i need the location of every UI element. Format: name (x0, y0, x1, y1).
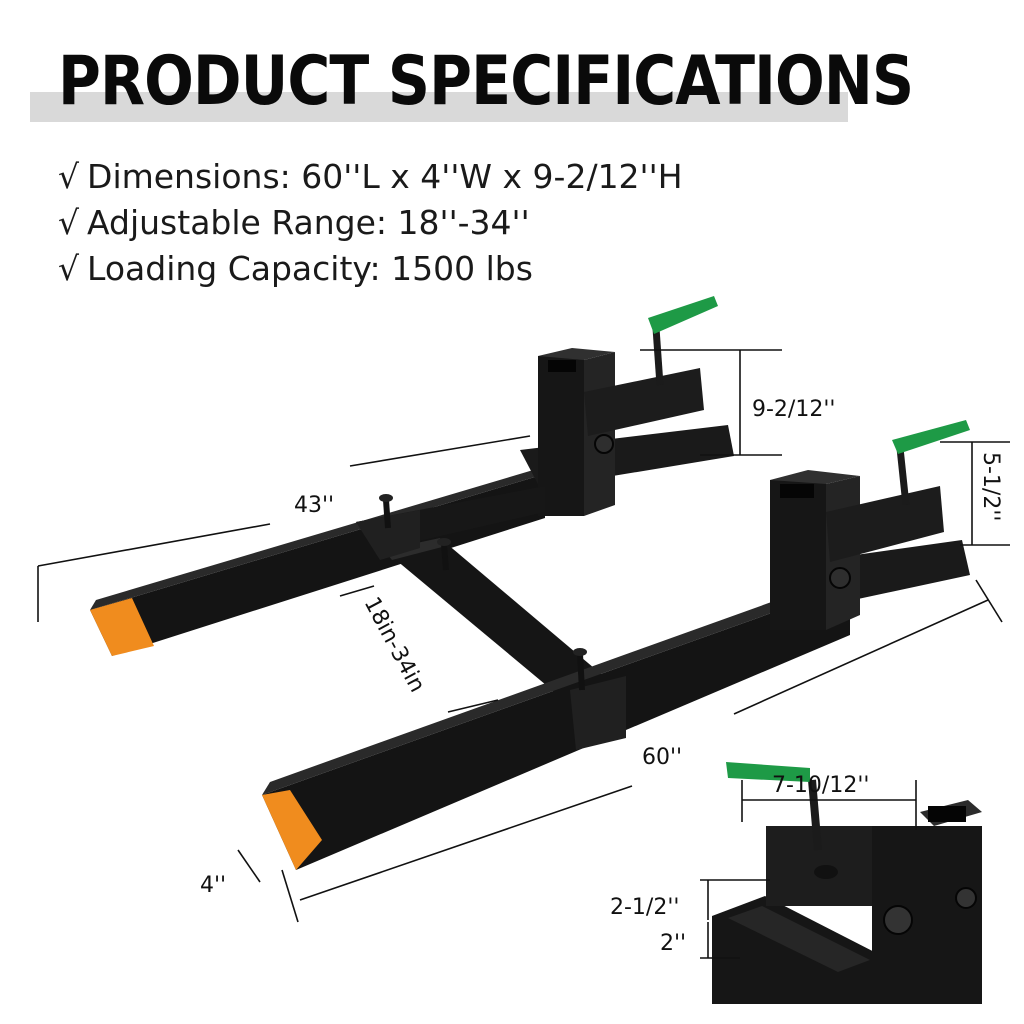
label-inset-gap: 2-1/2'' (610, 895, 679, 920)
front-fork-upright (770, 480, 826, 630)
pin-lower-cap (573, 648, 587, 656)
spec-text-dimensions: Dimensions: 60''L x 4''W x 9-2/12''H (87, 157, 683, 196)
length-dim-end-right (975, 579, 1003, 623)
back-fork-tip (90, 598, 154, 656)
width-dim-line (237, 849, 261, 883)
back-fork-clamp (584, 368, 704, 436)
spec-item-range: √Adjustable Range: 18''-34'' (58, 200, 683, 246)
label-range: 18in-34in (359, 593, 430, 697)
front-fork-arm (262, 585, 850, 870)
title-highlight-band (30, 92, 848, 122)
frame-length-dim-right (349, 435, 531, 467)
spec-list: √Dimensions: 60''L x 4''W x 9-2/12''H √A… (58, 154, 683, 292)
lower-clamp (570, 676, 626, 750)
length-dim-right (733, 599, 989, 715)
locking-pins (379, 494, 587, 691)
front-handle-pin (896, 447, 910, 506)
check-icon: √ (58, 249, 80, 288)
center-crossbar (384, 538, 620, 705)
back-fork-upright-opening (548, 360, 576, 372)
back-fork-bolt-hole (594, 434, 614, 454)
pin-upper-cap (379, 494, 393, 502)
pin-center-cap (437, 538, 451, 546)
label-frame-length: 43'' (294, 493, 334, 518)
inset-handle-pin (808, 779, 822, 851)
spec-item-dimensions: √Dimensions: 60''L x 4''W x 9-2/12''H (58, 154, 683, 200)
label-height: 9-2/12'' (752, 397, 835, 422)
length-dim-left (299, 785, 633, 901)
pin-lower (577, 653, 585, 691)
frame-length-dim-left (37, 523, 271, 567)
check-icon: √ (58, 203, 80, 242)
inset-tube-opening (728, 906, 870, 972)
front-fork-tip (262, 790, 322, 870)
pin-center (441, 543, 449, 571)
upper-clamp (356, 510, 420, 560)
front-fork-upright-top (770, 470, 860, 484)
length-dim-end-left (281, 869, 299, 923)
front-fork-clamp (826, 486, 944, 562)
label-inset-tube: 2'' (660, 931, 686, 956)
spec-text-capacity: Loading Capacity: 1500 lbs (87, 249, 533, 288)
inset-side-hole (955, 887, 977, 909)
pin-upper (383, 499, 391, 529)
inset-dimension-lines (700, 780, 917, 959)
label-width: 4'' (200, 873, 226, 898)
front-fork-bolt-hole (829, 567, 851, 589)
back-fork-upright (538, 356, 584, 516)
check-icon: √ (58, 157, 80, 196)
label-length: 60'' (642, 745, 682, 770)
back-handle-pin (652, 327, 664, 386)
back-fork (90, 296, 734, 656)
dimension-lines (37, 349, 1010, 923)
frame-crossbars (356, 486, 620, 705)
back-handle-grip (648, 296, 718, 334)
range-dim-bottom (447, 699, 499, 713)
spec-item-capacity: √Loading Capacity: 1500 lbs (58, 246, 683, 292)
detail-inset (700, 762, 1006, 1010)
label-inset-width: 7-10/12'' (772, 773, 869, 798)
front-fork-arm-top (262, 576, 850, 795)
range-dim-top (339, 585, 375, 597)
label-arm-height: 5-1/2'' (978, 452, 1003, 521)
front-handle-grip (892, 420, 970, 454)
spec-text-range: Adjustable Range: 18''-34'' (87, 203, 530, 242)
page-title: PRODUCT SPECIFICATIONS (58, 42, 914, 121)
inset-pin-nut (814, 865, 838, 879)
front-fork-upright-opening (780, 484, 814, 498)
back-fork-arm-top (90, 468, 545, 610)
back-fork-upright-top (538, 348, 615, 360)
inset-upright-opening (928, 806, 966, 822)
inset-handle-grip (726, 762, 810, 782)
front-fork (262, 420, 970, 870)
inset-bolt-hole (883, 905, 913, 935)
